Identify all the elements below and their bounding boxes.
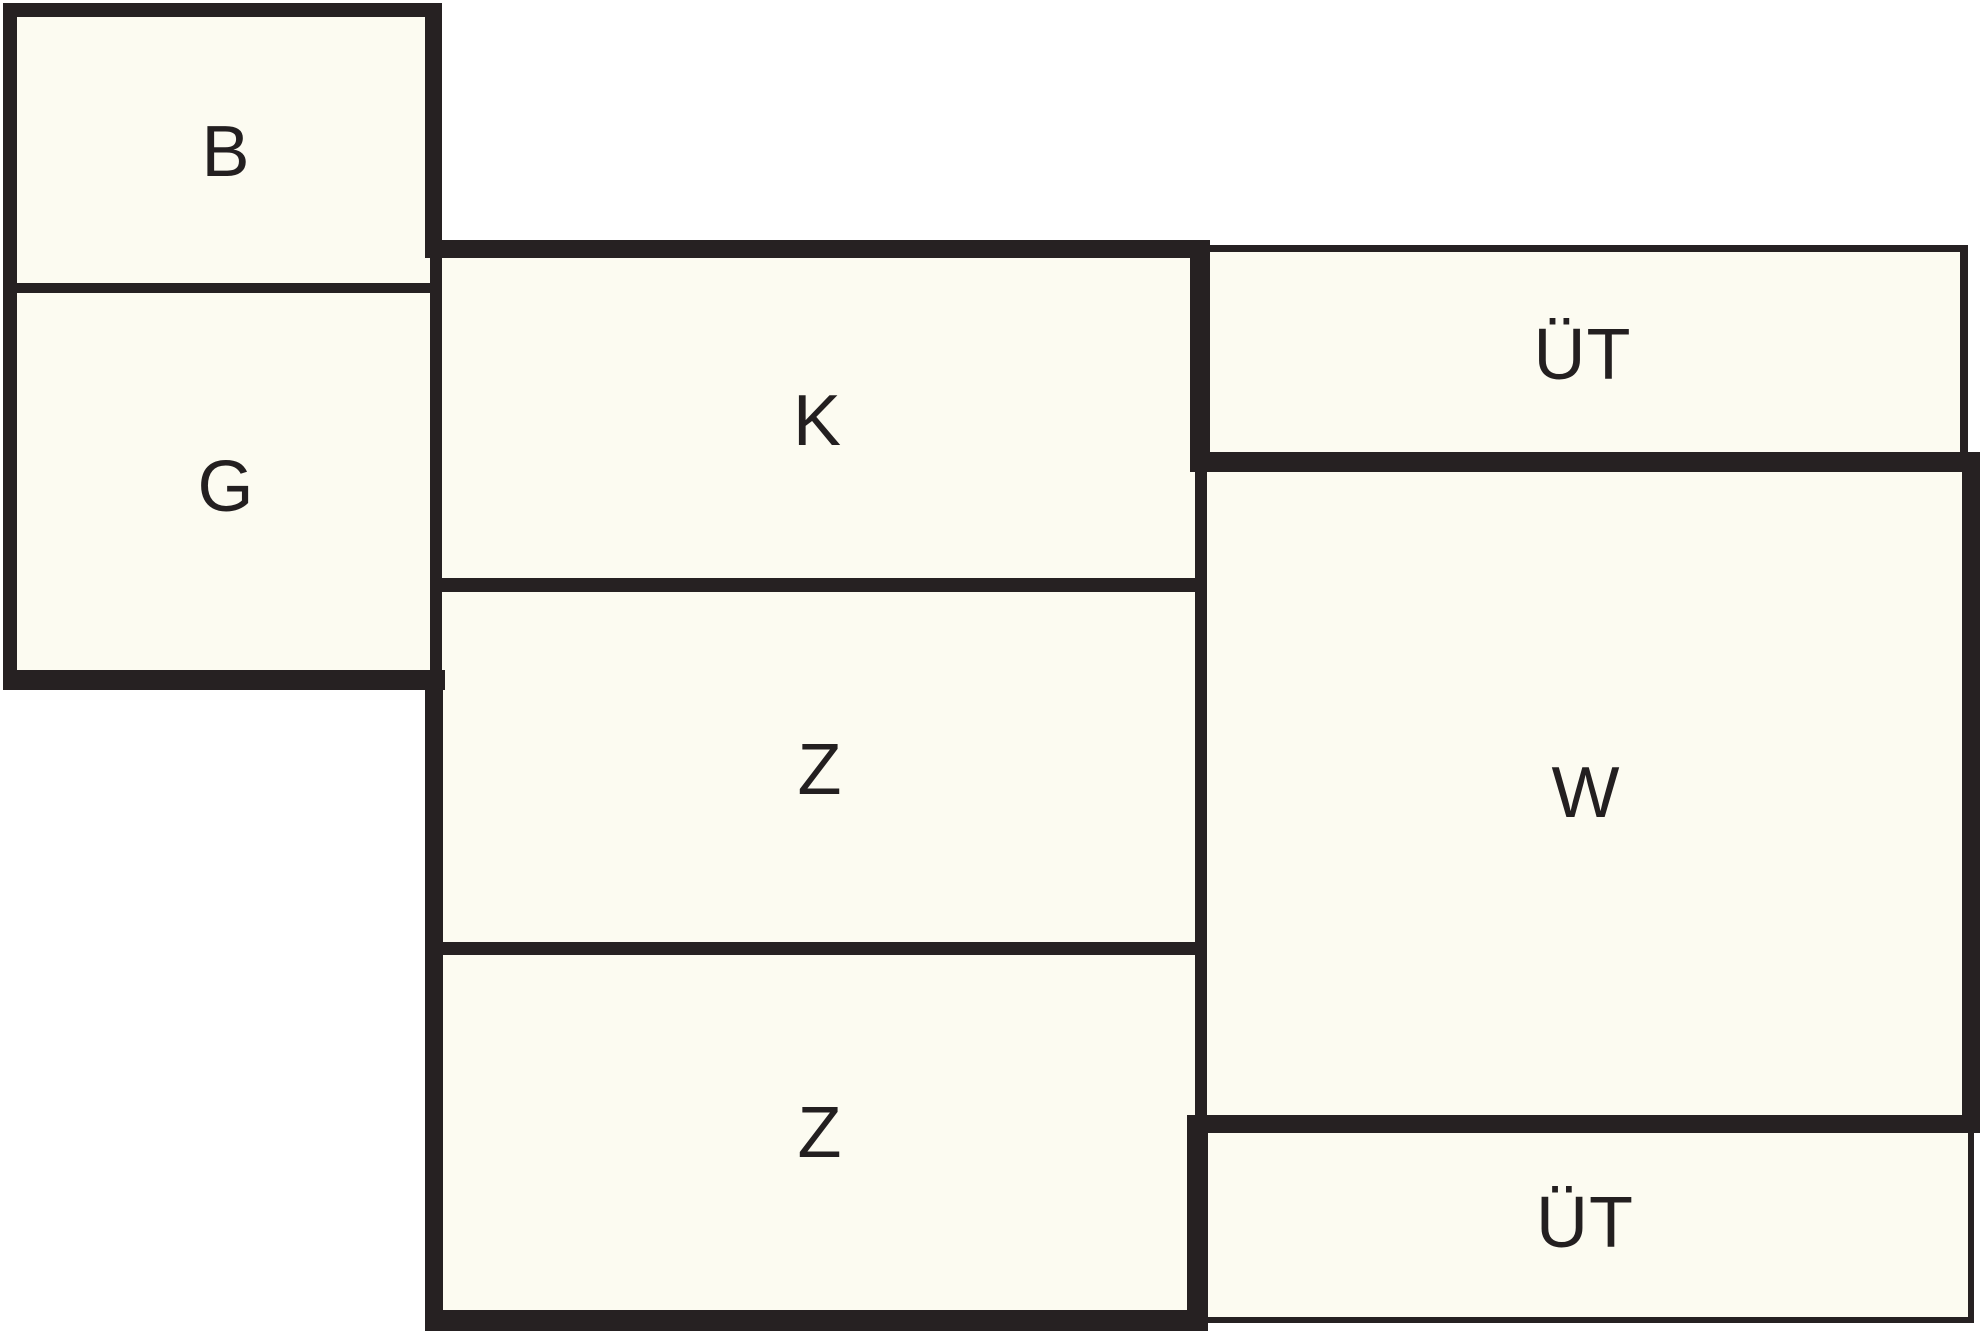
room-b-label: B [201,111,251,192]
room-z-2-label: Z [797,1092,843,1173]
room-b: B [10,10,442,293]
wall-z-bottom [425,1310,1208,1331]
wall-z-left-outer [425,670,443,1331]
room-z-2: Z [435,945,1205,1320]
room-g-label: G [197,446,255,527]
room-g: G [10,283,442,690]
wall-g-k-divider [430,258,442,670]
wall-b-right [425,3,442,258]
wall-outer-top [3,3,442,17]
wall-k-z-divider [442,578,1207,592]
wall-k-right [1190,240,1210,472]
room-w-label: W [1551,752,1621,833]
wall-ut-bottom-border-bottom [1208,1317,1974,1323]
wall-ut-top-border-top [1210,245,1968,252]
room-w: W [1200,460,1972,1125]
wall-w-bottom [1187,1115,1980,1133]
room-ut-bottom: ÜT [1200,1125,1970,1320]
wall-ut-top-border-right [1960,245,1968,452]
wall-w-right [1962,452,1980,1133]
room-ut-bottom-label: ÜT [1536,1182,1634,1263]
wall-ut-bottom-border-right [1968,1133,1974,1322]
wall-z-z-divider [442,942,1207,955]
wall-ut-bottom-left [1187,1115,1208,1310]
wall-b-g-divider [17,283,432,293]
wall-outer-left [3,3,17,690]
room-z-1: Z [435,585,1205,955]
wall-g-bottom [3,670,445,690]
room-k-label: K [792,381,843,461]
room-z-1-label: Z [797,730,843,810]
room-ut-top: ÜT [1200,248,1965,462]
room-ut-top-label: ÜT [1533,315,1632,395]
wall-ut-w-divider [1210,452,1980,472]
wall-k-top [425,240,1210,258]
room-k: K [435,250,1200,592]
wall-z-w-divider [1195,472,1207,1115]
